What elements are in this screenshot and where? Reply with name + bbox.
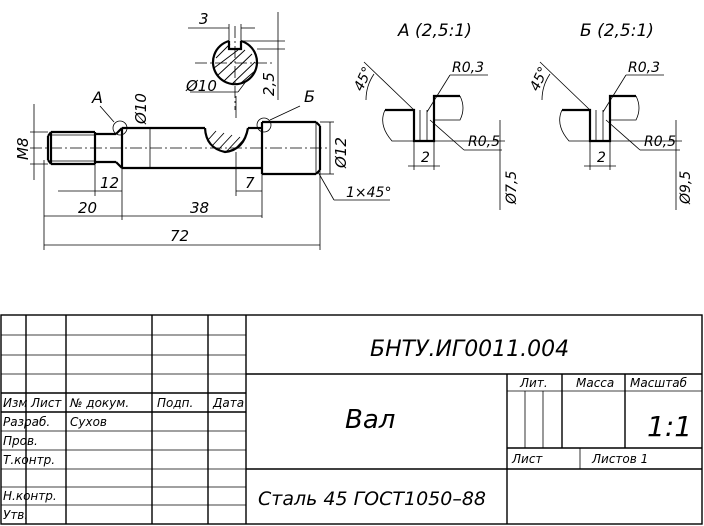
detail-b: Б (2,5:1) 45° R0,3 R0,5 2 Ø9,5	[527, 21, 694, 210]
detail-a-angle: 45°	[351, 64, 376, 93]
doc-code: БНТУ.ИГ0011.004	[370, 337, 569, 362]
dim-total-length: 72	[170, 227, 189, 245]
hdr-date: Дата	[212, 396, 244, 410]
dim-dia12: Ø12	[332, 137, 350, 169]
dim-mid-length: 38	[190, 199, 209, 217]
dim-groove-pos: 12	[100, 174, 119, 192]
keyway-hatch	[207, 130, 247, 153]
sheet-label: Лист	[511, 452, 543, 466]
role-tkontr: Т.контр.	[3, 453, 55, 467]
role-nkontr: Н.контр.	[3, 489, 57, 503]
hdr-doc-no: № докум.	[69, 396, 129, 410]
detail-a-dia: Ø7,5	[504, 171, 520, 205]
dim-section-dia: Ø10	[185, 77, 217, 95]
dim-thread-length: 20	[78, 199, 97, 217]
dim-keyway-width: 3	[199, 10, 209, 28]
role-prov: Пров.	[3, 434, 38, 448]
part-name: Вал	[345, 405, 395, 435]
detail-b-title: Б (2,5:1)	[580, 21, 654, 41]
dim-thread: M8	[14, 138, 32, 161]
dim-keyway-depth: 2,5	[260, 72, 278, 96]
keyway-section-view: 3 2,5 Ø10	[185, 10, 285, 118]
shaft-body-dia12	[256, 117, 322, 176]
section-hatch	[213, 43, 257, 85]
name-razrab: Сухов	[70, 415, 107, 429]
hdr-mass: Масса	[576, 376, 614, 390]
dim-keyway-pos: 7	[245, 174, 255, 192]
role-razrab: Разраб.	[3, 415, 50, 429]
threaded-end	[46, 130, 97, 166]
detail-b-marker	[256, 117, 272, 133]
detail-b-dia: Ø9,5	[678, 171, 694, 205]
hdr-sign: Подп.	[157, 396, 193, 410]
role-utv: Утв.	[3, 508, 28, 522]
detail-b-r2: R0,5	[644, 134, 676, 150]
label-a: А	[91, 88, 103, 107]
hdr-lit: Лит.	[519, 376, 548, 390]
detail-b-angle: 45°	[527, 64, 552, 93]
main-dimensions: M8 Ø10 Ø12 12 7 20 38 72 1×45°	[14, 93, 391, 250]
detail-b-r1: R0,3	[628, 60, 660, 76]
detail-a: А (2,5:1) 45° R0,3 R0,5 2 Ø7,5	[351, 21, 520, 210]
material: Сталь 45 ГОСТ1050–88	[258, 488, 486, 510]
scale-value: 1:1	[647, 410, 692, 443]
dim-dia10: Ø10	[132, 93, 150, 125]
hdr-scale: Масштаб	[630, 376, 688, 390]
detail-a-r2: R0,5	[468, 134, 500, 150]
shaft-main-view: А Б	[30, 87, 330, 176]
detail-a-r1: R0,3	[452, 60, 484, 76]
shaft-body-dia10	[120, 126, 262, 170]
detail-a-title: А (2,5:1)	[397, 21, 472, 41]
title-block: Изм Лист № докум. Подп. Дата Разраб. Сух…	[0, 314, 703, 525]
hdr-list: Лист	[30, 396, 62, 410]
sheets-count: Листов 1	[591, 452, 648, 466]
detail-b-width: 2	[597, 150, 606, 166]
label-b: Б	[304, 87, 315, 106]
detail-a-width: 2	[421, 150, 430, 166]
hdr-izm: Изм	[3, 396, 27, 410]
dim-chamfer: 1×45°	[346, 185, 391, 201]
